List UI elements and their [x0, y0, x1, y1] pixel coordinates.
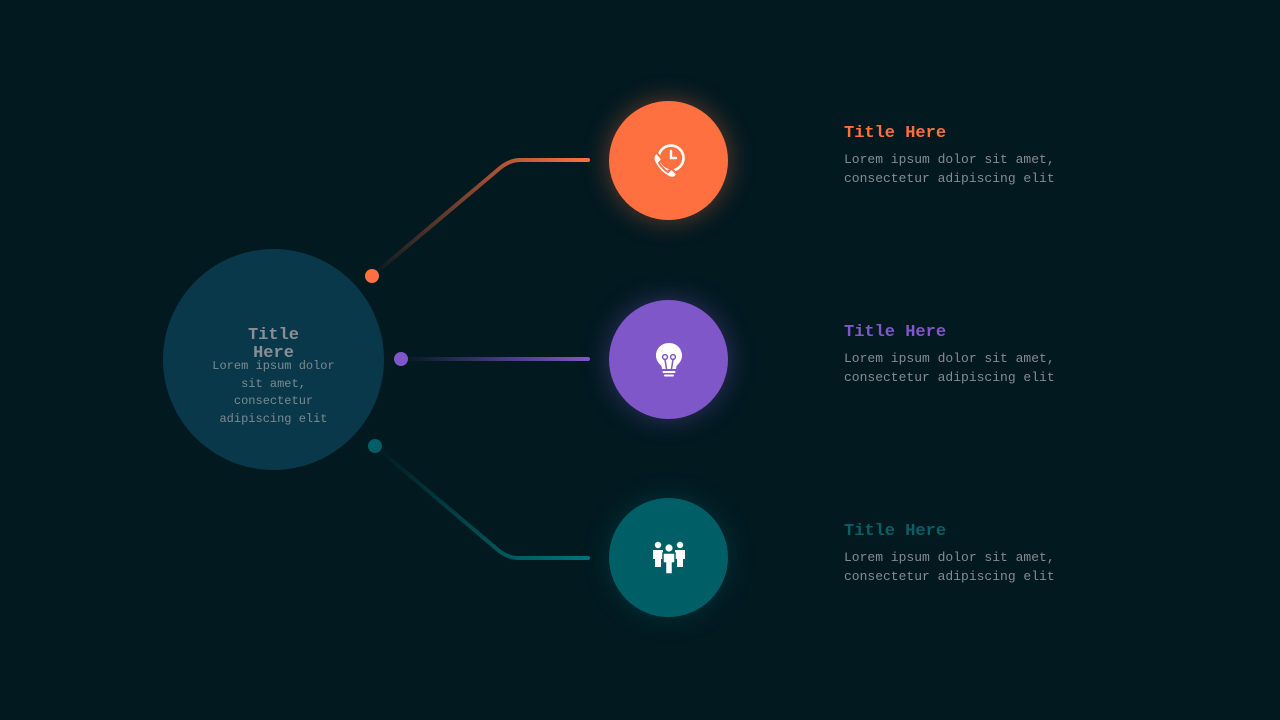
- item-text-2: Title Here Lorem ipsum dolor sit amet, c…: [844, 323, 1124, 387]
- item-description-1: Lorem ipsum dolor sit amet, consectetur …: [844, 152, 1055, 186]
- item-text-3: Title Here Lorem ipsum dolor sit amet, c…: [844, 522, 1124, 586]
- item-description-3: Lorem ipsum dolor sit amet, consectetur …: [844, 550, 1055, 584]
- item-title-2: Title Here: [844, 323, 947, 342]
- phone-clock-icon: [652, 143, 685, 179]
- team-icon: [652, 541, 685, 575]
- lightbulb-icon: [655, 342, 682, 376]
- node-circle-2: [609, 300, 728, 419]
- node-circle-3: [609, 498, 728, 617]
- item-title-1: Title Here: [844, 124, 947, 143]
- connector-line-1: [370, 158, 590, 278]
- connector-dot-3: [368, 439, 382, 453]
- item-title-3: Title Here: [844, 522, 947, 541]
- hub-description: Lorem ipsum dolor sit amet, consectetur …: [212, 359, 335, 426]
- connector-dot-2: [394, 352, 408, 366]
- connector-dot-1: [365, 269, 379, 283]
- item-text-1: Title Here Lorem ipsum dolor sit amet, c…: [844, 124, 1124, 188]
- node-circle-1: [609, 101, 728, 220]
- connector-line-3: [373, 444, 590, 560]
- item-description-2: Lorem ipsum dolor sit amet, consectetur …: [844, 351, 1055, 385]
- hub-title: Title Here: [247, 326, 299, 363]
- hub-circle: Title Here Lorem ipsum dolor sit amet, c…: [163, 249, 384, 470]
